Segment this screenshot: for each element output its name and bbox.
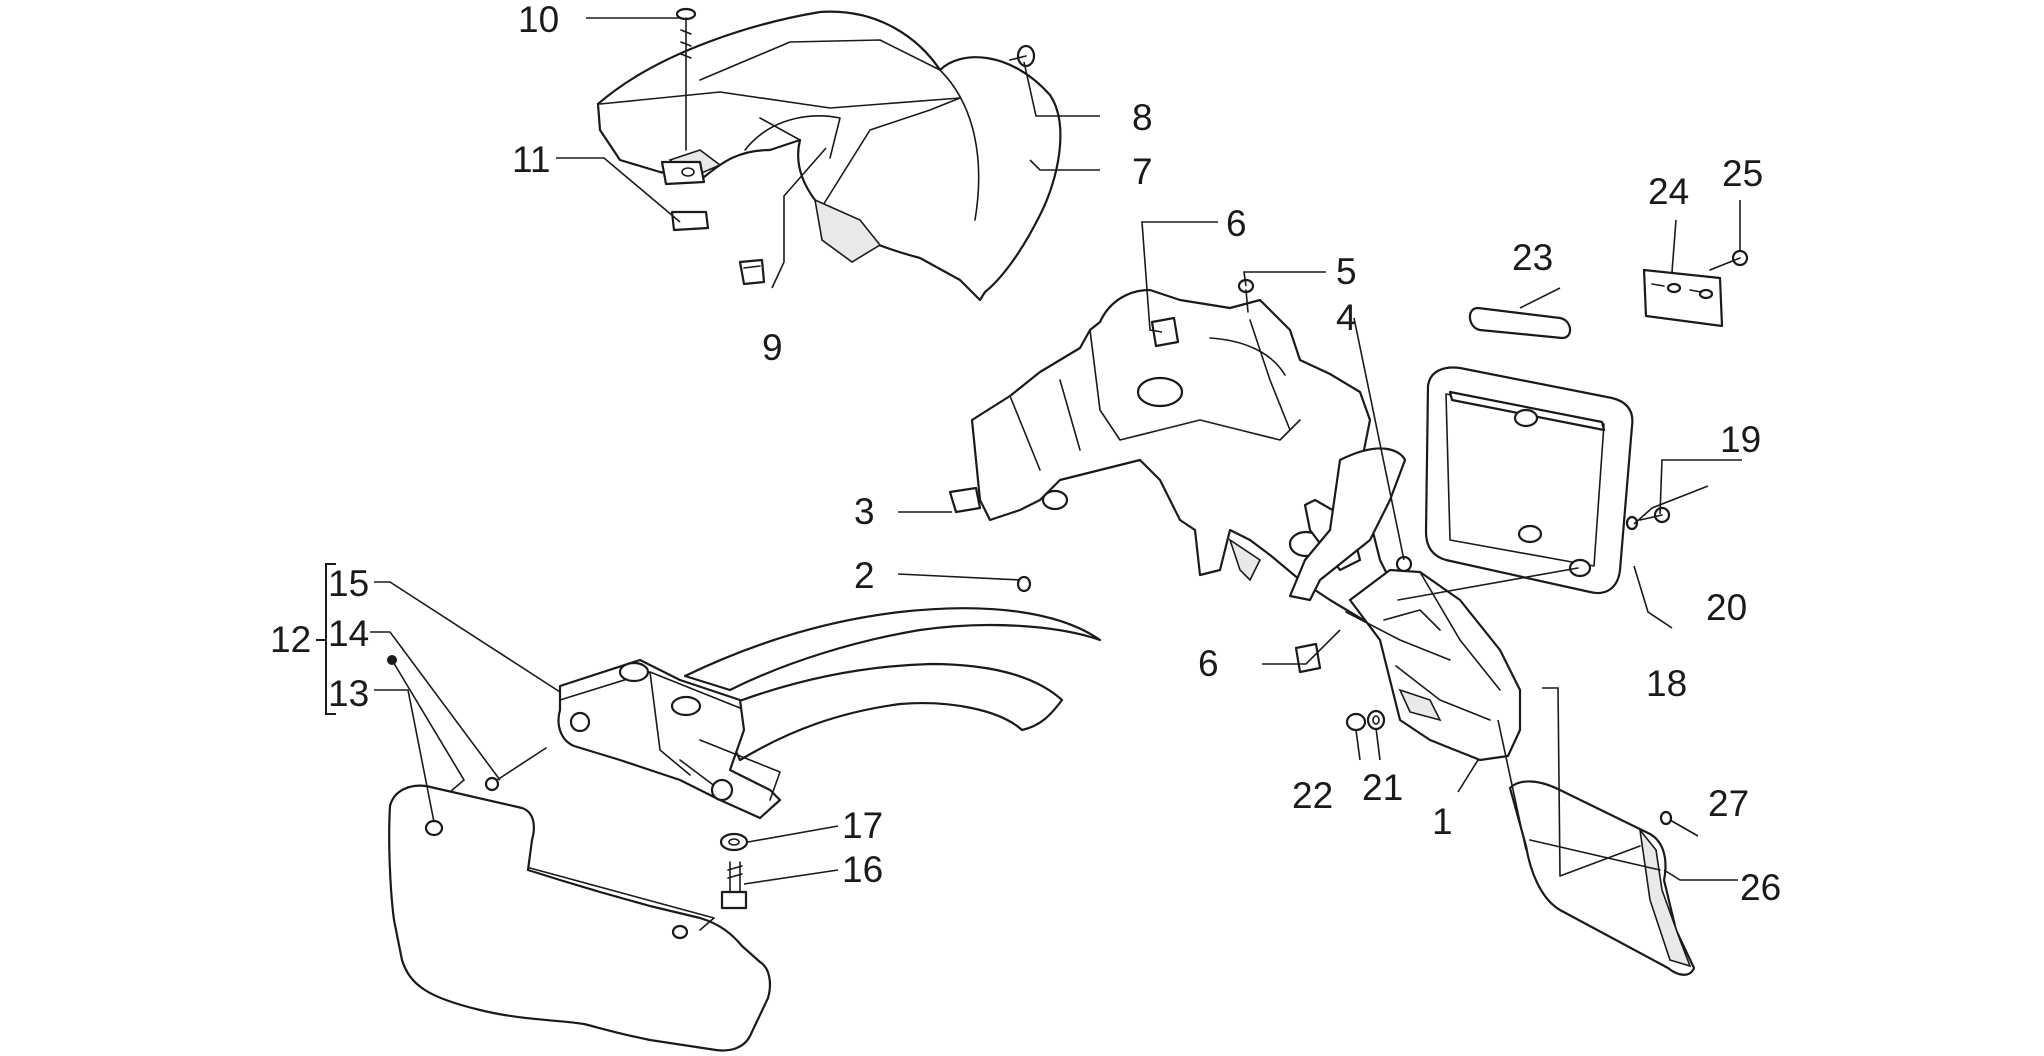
callout-14: 14 <box>328 613 369 654</box>
part-1-plate-support <box>1345 568 1522 762</box>
callout-6-lower: 6 <box>1198 643 1219 684</box>
callout-17: 17 <box>842 805 883 846</box>
callout-6-upper: 6 <box>1226 203 1247 244</box>
callout-8: 8 <box>1132 97 1153 138</box>
callout-21: 21 <box>1362 767 1403 808</box>
group-bracket-12 <box>316 563 397 715</box>
callout-labels: 10 11 8 7 9 6 5 4 23 24 25 19 20 18 3 2 … <box>270 0 1781 908</box>
callout-5: 5 <box>1336 251 1357 292</box>
part-20-washer <box>1625 515 1639 531</box>
callout-23: 23 <box>1512 237 1553 278</box>
callout-13: 13 <box>328 673 369 714</box>
part-8-screw <box>1009 44 1036 68</box>
callout-27: 27 <box>1708 783 1749 824</box>
part-11-clip <box>660 160 710 232</box>
leader-lines <box>370 17 1742 885</box>
callout-2: 2 <box>854 555 875 596</box>
part-3-clip <box>948 486 982 514</box>
part-17-washer <box>719 832 749 852</box>
part-7-rear-cover <box>596 10 1062 302</box>
part-9-clip <box>738 258 766 286</box>
part-6-clip-lower <box>1294 642 1322 674</box>
part-2-screw <box>1016 575 1032 593</box>
callout-19: 19 <box>1720 419 1761 460</box>
part-10-screw <box>675 7 697 151</box>
part-24-plate-bracket <box>1642 268 1724 328</box>
callout-18: 18 <box>1646 663 1687 704</box>
part-18-plate-frame <box>1397 366 1634 601</box>
callout-24: 24 <box>1648 171 1689 212</box>
part-26-mud-flap <box>1508 780 1696 976</box>
callout-3: 3 <box>854 491 875 532</box>
part-22-nut <box>1345 712 1367 732</box>
part-21-washer <box>1366 709 1386 731</box>
part-6-clip-upper <box>1150 316 1180 348</box>
part-25-screw <box>1709 249 1749 271</box>
callout-4: 4 <box>1336 297 1357 338</box>
part-13-splash-guard <box>388 784 771 1052</box>
callout-12: 12 <box>270 619 311 660</box>
callout-10: 10 <box>518 0 559 40</box>
callout-26: 26 <box>1740 867 1781 908</box>
callout-1: 1 <box>1432 801 1453 842</box>
callout-20: 20 <box>1706 587 1747 628</box>
callout-22: 22 <box>1292 775 1333 816</box>
part-16-bolt <box>720 861 748 910</box>
part-14-rivet <box>484 747 547 792</box>
callout-7: 7 <box>1132 151 1153 192</box>
part-23-reflector <box>1468 306 1572 340</box>
callout-15: 15 <box>328 563 369 604</box>
callout-11: 11 <box>512 139 550 180</box>
callout-25: 25 <box>1722 153 1763 194</box>
part-19-screw <box>1639 506 1671 524</box>
callout-9: 9 <box>762 327 783 368</box>
part-27-screw <box>1659 810 1673 826</box>
part-4-rear-bracket <box>970 288 1422 632</box>
part-15-support-arm <box>557 607 1102 820</box>
callout-16: 16 <box>842 849 883 890</box>
